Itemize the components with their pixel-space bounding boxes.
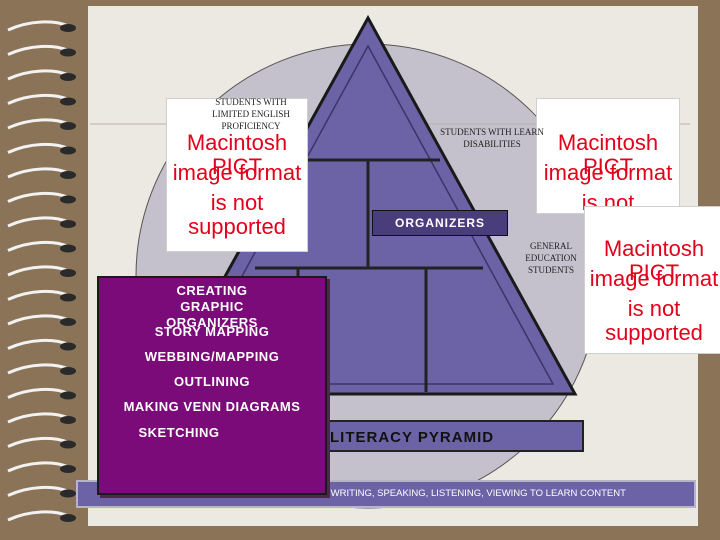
panel-item: STORY MAPPING [154, 324, 270, 339]
caption-line: PROFICIENCY [221, 121, 281, 131]
image-placeholder-lep: Macintosh PICT image format is not suppo… [166, 98, 308, 252]
caption-line: STUDENTS WITH LEARN [440, 127, 544, 137]
placeholder-line: image format [172, 160, 302, 185]
binding-hole [60, 171, 76, 179]
binding-hole [60, 220, 76, 228]
binding-hole [60, 465, 76, 473]
placeholder-line: Macintosh PICT [603, 236, 705, 285]
placeholder-line: Macintosh PICT [186, 130, 288, 179]
caption-line: STUDENTS [527, 265, 574, 275]
binding-hole [60, 318, 76, 326]
binding-hole [60, 97, 76, 106]
binding-hole [60, 391, 76, 400]
binding-hole [60, 146, 76, 155]
placeholder-line: image format [543, 160, 673, 185]
image-placeholder-gen: Macintosh PICT image format is not suppo… [584, 206, 720, 354]
placeholder-line: Macintosh PICT [557, 130, 659, 179]
binding-hole [60, 514, 76, 522]
binding-hole [60, 367, 76, 375]
pyramid-title: LITERACY PYRAMID [320, 420, 584, 452]
caption-line: EDUCATION [525, 253, 577, 263]
strategies-panel: CREATING GRAPHIC ORGANIZERS STORY MAPPIN… [97, 276, 327, 495]
caption-line: LIMITED ENGLISH [212, 109, 290, 119]
binding-hole [60, 244, 76, 253]
binding-hole [60, 195, 76, 204]
spiral-binding-icon [7, 20, 76, 522]
binding-hole [60, 24, 76, 32]
panel-item: MAKING VENN DIAGRAMS [123, 399, 301, 414]
panel-item: CREATING GRAPHIC ORGANIZERS [166, 283, 258, 330]
binding-hole [60, 73, 76, 81]
binding-hole [60, 293, 76, 302]
binding-hole [60, 416, 76, 424]
binding-hole [60, 440, 76, 449]
binding-hole [60, 342, 76, 351]
panel-item: WEBBING/MAPPING [144, 349, 280, 364]
binding-hole [60, 269, 76, 277]
image-placeholder-ld: Macintosh PICT image format is not suppo… [536, 98, 680, 214]
caption-gen: GENERAL EDUCATION STUDENTS [516, 240, 586, 276]
caption-line: GENERAL [530, 241, 572, 251]
caption-ld: STUDENTS WITH LEARN DISABILITIES [438, 126, 546, 150]
caption-line: DISABILITIES [463, 139, 521, 149]
binding-hole [60, 489, 76, 498]
pyramid-top-label: ORGANIZERS [372, 210, 508, 236]
placeholder-line: is not supported [188, 190, 286, 239]
caption-lep: STUDENTS WITH LIMITED ENGLISH PROFICIENC… [196, 96, 306, 132]
placeholder-line: image format [589, 266, 719, 291]
binding-hole [60, 122, 76, 130]
panel-item: SKETCHING [138, 425, 220, 440]
panel-item: OUTLINING [174, 374, 250, 389]
placeholder-line: is not supported [605, 296, 703, 345]
caption-line: STUDENTS WITH [215, 97, 287, 107]
binding-hole [60, 48, 76, 57]
